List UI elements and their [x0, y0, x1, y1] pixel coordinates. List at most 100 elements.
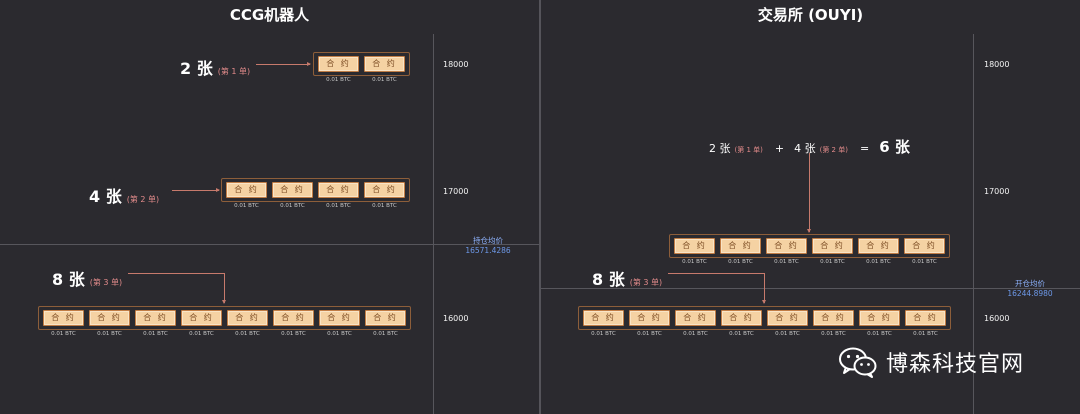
left-order-3-arrow: [222, 273, 226, 304]
contract-size-label: 0.01 BTC: [51, 331, 76, 337]
right-average-label: 开仓均价: [1015, 279, 1045, 288]
contract-size-label: 0.01 BTC: [143, 331, 168, 337]
contract-size-label: 0.01 BTC: [326, 203, 351, 209]
contract-button: 合 约: [905, 310, 946, 326]
contract-button: 合 约: [181, 310, 222, 326]
left-panel-title: CCG机器人: [229, 6, 310, 24]
left-order-3-label: 8 张 (第 3 单): [52, 266, 122, 290]
contract-button: 合 约: [226, 182, 267, 198]
contract-size-label: 0.01 BTC: [821, 331, 846, 337]
right-order-3-count: 8 张: [592, 270, 625, 289]
contract-cell: 合 约 0.01 BTC: [721, 310, 762, 337]
contract-button: 合 约: [720, 238, 761, 254]
contract-button: 合 约: [135, 310, 176, 326]
left-average-price: 持仓均价 16571.4286: [462, 236, 514, 256]
right-price-18000: 18000: [984, 60, 1010, 69]
contract-size-label: 0.01 BTC: [280, 203, 305, 209]
contract-button: 合 约: [721, 310, 762, 326]
contract-cell: 合 约 0.01 BTC: [318, 182, 359, 209]
contract-button: 合 约: [812, 238, 853, 254]
contract-size-label: 0.01 BTC: [327, 331, 352, 337]
right-order-3-contracts: 合 约 0.01 BTC 合 约 0.01 BTC 合 约 0.01 BTC 合 约 0.01…: [578, 306, 951, 337]
contract-button: 合 约: [365, 310, 406, 326]
contract-button: 合 约: [227, 310, 268, 326]
left-order-2-label: 4 张 (第 2 单): [89, 183, 159, 207]
left-order-3-note: (第 3 单): [89, 278, 123, 287]
left-order-2-count: 4 张: [89, 187, 122, 206]
contract-button: 合 约: [904, 238, 945, 254]
left-price-16000: 16000: [443, 314, 469, 323]
formula-a-count: 2 张: [709, 142, 731, 155]
contract-size-label: 0.01 BTC: [912, 259, 937, 265]
contract-size-label: 0.01 BTC: [189, 331, 214, 337]
contract-button: 合 约: [629, 310, 670, 326]
right-price-axis: [973, 34, 974, 414]
contract-button: 合 约: [43, 310, 84, 326]
watermark: 博森科技官网: [838, 346, 1024, 378]
contract-cell: 合 约 0.01 BTC: [629, 310, 670, 337]
formula-b-count: 4 张: [794, 142, 816, 155]
contract-button: 合 约: [89, 310, 130, 326]
contract-cell: 合 约 0.01 BTC: [43, 310, 84, 337]
left-average-value: 16571.4286: [465, 246, 511, 255]
left-price-axis: [433, 34, 434, 414]
contract-cell: 合 约 0.01 BTC: [904, 238, 945, 265]
right-merged-order-contracts: 合 约 0.01 BTC 合 约 0.01 BTC 合 约 0.01 BTC 合 约 0.01…: [669, 234, 950, 265]
contract-size-label: 0.01 BTC: [774, 259, 799, 265]
left-order-1-arrow: [256, 62, 311, 66]
contract-cell: 合 约 0.01 BTC: [720, 238, 761, 265]
contract-size-label: 0.01 BTC: [235, 331, 260, 337]
right-order-3-label: 8 张 (第 3 单): [592, 266, 662, 290]
contract-size-label: 0.01 BTC: [775, 331, 800, 337]
left-price-17000: 17000: [443, 187, 469, 196]
right-price-17000: 17000: [984, 187, 1010, 196]
left-order-1-label: 2 张 (第 1 单): [180, 55, 250, 79]
contract-size-label: 0.01 BTC: [591, 331, 616, 337]
left-order-1-count: 2 张: [180, 59, 213, 78]
right-price-16000: 16000: [984, 314, 1010, 323]
contract-size-label: 0.01 BTC: [637, 331, 662, 337]
contract-button: 合 约: [319, 310, 360, 326]
contract-button: 合 约: [364, 56, 405, 72]
formula-equals: =: [859, 142, 870, 155]
left-order-1-note: (第 1 单): [217, 67, 251, 76]
contract-size-label: 0.01 BTC: [729, 331, 754, 337]
right-merged-arrow: [807, 153, 811, 233]
right-order-3-leader: [668, 273, 764, 274]
contract-size-label: 0.01 BTC: [913, 331, 938, 337]
contract-size-label: 0.01 BTC: [683, 331, 708, 337]
contract-cell: 合 约 0.01 BTC: [181, 310, 222, 337]
contract-cell: 合 约 0.01 BTC: [227, 310, 268, 337]
right-average-price: 开仓均价 16244.8980: [1004, 279, 1056, 299]
contract-size-label: 0.01 BTC: [682, 259, 707, 265]
contract-size-label: 0.01 BTC: [234, 203, 259, 209]
contract-size-label: 0.01 BTC: [372, 203, 397, 209]
contract-cell: 合 约 0.01 BTC: [226, 182, 267, 209]
left-order-2-note: (第 2 单): [126, 195, 160, 204]
formula-result: 6 张: [879, 138, 910, 156]
contract-button: 合 约: [674, 238, 715, 254]
contract-cell: 合 约 0.01 BTC: [319, 310, 360, 337]
left-average-line: [0, 244, 539, 245]
contract-button: 合 约: [859, 310, 900, 326]
contract-button: 合 约: [318, 182, 359, 198]
contract-size-label: 0.01 BTC: [728, 259, 753, 265]
formula-a-note: (第 1 单): [734, 146, 763, 154]
formula-b-note: (第 2 单): [819, 146, 848, 154]
right-average-value: 16244.8980: [1007, 289, 1053, 298]
left-order-3-count: 8 张: [52, 270, 85, 289]
watermark-text: 博森科技官网: [886, 352, 1025, 377]
contract-size-label: 0.01 BTC: [372, 77, 397, 83]
left-order-2-arrow: [172, 188, 220, 192]
